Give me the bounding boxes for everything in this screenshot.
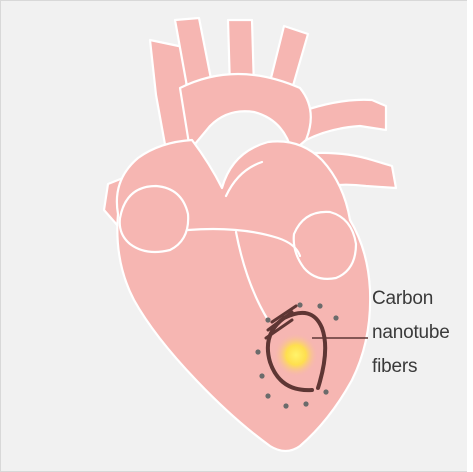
aortic-arch xyxy=(180,74,311,152)
annotation-line-1: Carbon xyxy=(372,289,433,308)
annotation-line-3: fibers xyxy=(372,357,417,376)
annotation-line-2: nanotube xyxy=(372,323,450,342)
right-atrium xyxy=(120,186,188,252)
pulmonary-vessel-upper xyxy=(300,100,386,140)
heat-glow xyxy=(274,333,318,377)
